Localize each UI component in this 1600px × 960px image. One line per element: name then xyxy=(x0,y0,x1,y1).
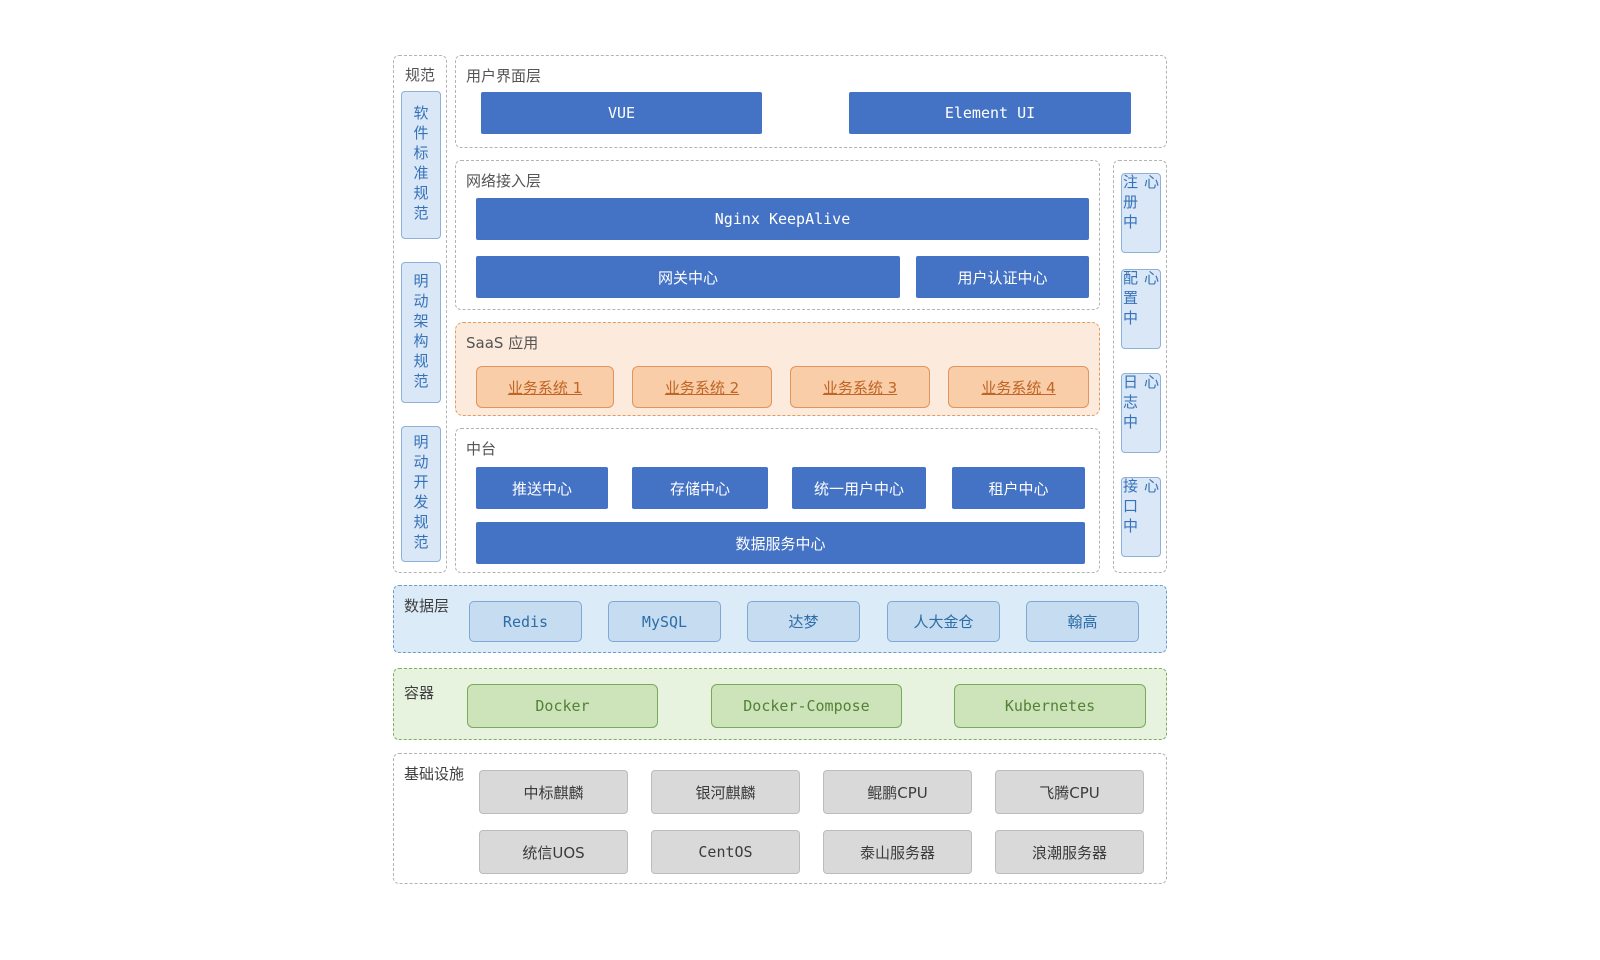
service-item-log-center: 日志中心 xyxy=(1121,373,1161,453)
spec-panel-label: 规范 xyxy=(405,66,436,84)
node-business-system-1: 业务系统 1 xyxy=(476,366,614,408)
ui-layer-panel: 用户界面层 VUE Element UI xyxy=(455,55,1167,148)
spec-item-development: 明动开发规范 xyxy=(401,426,441,562)
node-feiteng-cpu: 飞腾CPU xyxy=(995,770,1144,814)
node-taishan-server: 泰山服务器 xyxy=(823,830,972,874)
infra-layer-panel: 基础设施 中标麒麟 银河麒麟 鲲鹏CPU 飞腾CPU 统信UOS CentOS … xyxy=(393,753,1167,884)
container-layer-label: 容器 xyxy=(404,684,435,702)
node-kubernetes: Kubernetes xyxy=(954,684,1146,728)
container-layer-panel: 容器 Docker Docker-Compose Kubernetes xyxy=(393,668,1167,740)
spec-item-architecture: 明动架构规范 xyxy=(401,262,441,403)
ui-layer-label: 用户界面层 xyxy=(466,67,542,85)
node-element-ui: Element UI xyxy=(849,92,1131,134)
node-redis: Redis xyxy=(469,601,582,642)
service-item-interface-center: 接口中心 xyxy=(1121,477,1161,557)
node-kunpeng-cpu: 鲲鹏CPU xyxy=(823,770,972,814)
node-highgo: 翰高 xyxy=(1026,601,1139,642)
service-panel: 注册中心 配置中心 日志中心 接口中心 xyxy=(1113,160,1167,573)
node-nginx-keepalive: Nginx KeepAlive xyxy=(476,198,1089,240)
node-tenant-center: 租户中心 xyxy=(952,467,1085,509)
node-data-service-center: 数据服务中心 xyxy=(476,522,1085,564)
node-gateway-center: 网关中心 xyxy=(476,256,900,298)
node-kingbase: 人大金仓 xyxy=(887,601,1000,642)
data-layer-label: 数据层 xyxy=(404,597,450,615)
infra-layer-label: 基础设施 xyxy=(404,765,465,783)
network-layer-label: 网络接入层 xyxy=(466,172,542,190)
middle-platform-panel: 中台 推送中心 存储中心 统一用户中心 租户中心 数据服务中心 xyxy=(455,428,1100,573)
node-neokylin: 中标麒麟 xyxy=(479,770,628,814)
node-docker: Docker xyxy=(467,684,658,728)
network-layer-panel: 网络接入层 Nginx KeepAlive 网关中心 用户认证中心 xyxy=(455,160,1100,310)
node-centos: CentOS xyxy=(651,830,800,874)
node-storage-center: 存储中心 xyxy=(632,467,768,509)
node-auth-center: 用户认证中心 xyxy=(916,256,1089,298)
saas-layer-label: SaaS 应用 xyxy=(466,334,539,352)
service-item-registry-center: 注册中心 xyxy=(1121,173,1161,253)
middle-platform-label: 中台 xyxy=(466,440,497,458)
node-dameng: 达梦 xyxy=(747,601,860,642)
node-uos: 统信UOS xyxy=(479,830,628,874)
service-item-config-center: 配置中心 xyxy=(1121,269,1161,349)
node-mysql: MySQL xyxy=(608,601,721,642)
spec-panel: 规范 软件标准规范 明动架构规范 明动开发规范 xyxy=(393,55,447,573)
node-business-system-2: 业务系统 2 xyxy=(632,366,772,408)
node-push-center: 推送中心 xyxy=(476,467,608,509)
spec-item-software-standard: 软件标准规范 xyxy=(401,91,441,239)
node-kylin: 银河麒麟 xyxy=(651,770,800,814)
saas-layer-panel: SaaS 应用 业务系统 1 业务系统 2 业务系统 3 业务系统 4 xyxy=(455,322,1100,416)
node-business-system-4: 业务系统 4 xyxy=(948,366,1089,408)
node-vue: VUE xyxy=(481,92,762,134)
node-business-system-3: 业务系统 3 xyxy=(790,366,930,408)
data-layer-panel: 数据层 Redis MySQL 达梦 人大金仓 翰高 xyxy=(393,585,1167,653)
node-unified-user-center: 统一用户中心 xyxy=(792,467,926,509)
node-docker-compose: Docker-Compose xyxy=(711,684,902,728)
node-inspur-server: 浪潮服务器 xyxy=(995,830,1144,874)
